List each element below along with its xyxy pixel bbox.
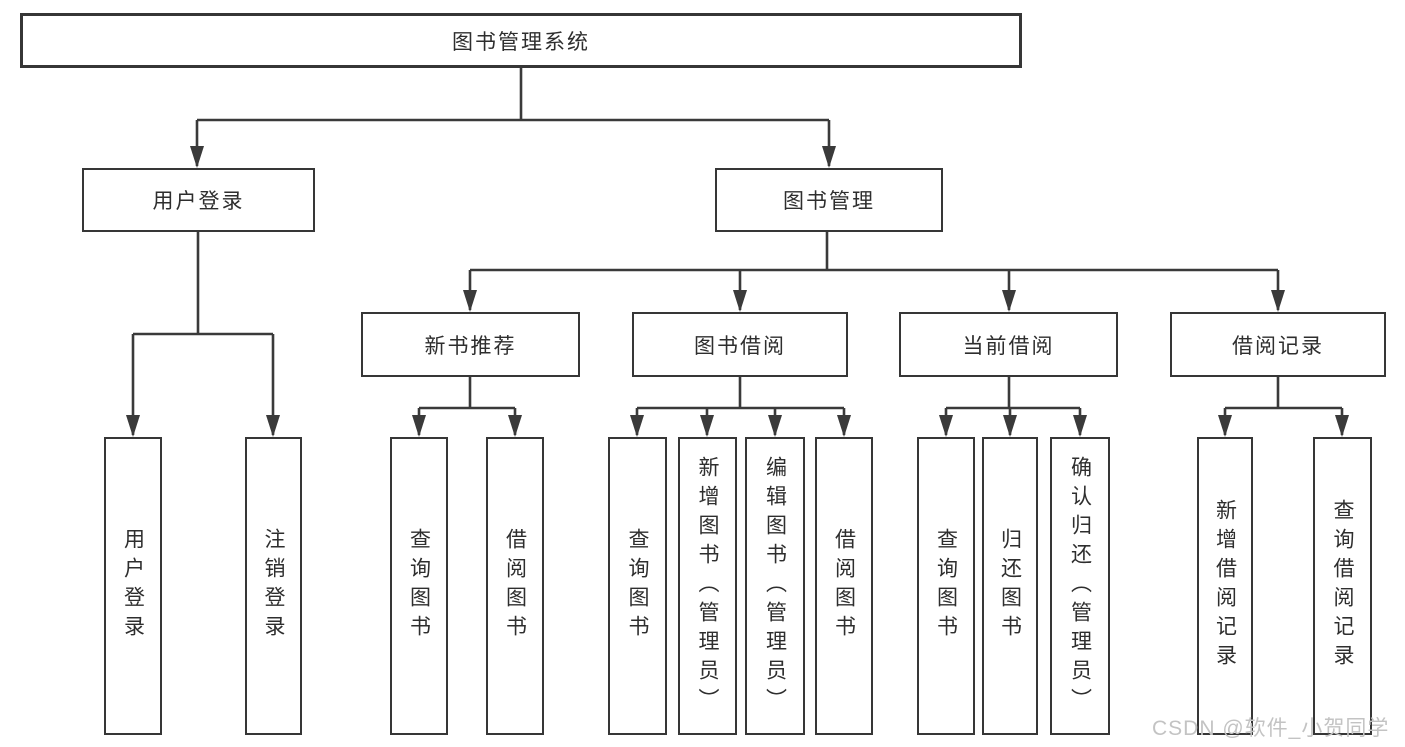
connector-root-to-level2 <box>195 68 831 166</box>
node-book-management-branch: 图书管理 <box>715 168 943 232</box>
watermark: CSDN @软件_小贺同学 <box>1152 717 1390 740</box>
node-leaf-cb-return-books-label: 归还图书 <box>998 528 1022 644</box>
node-root-system: 图书管理系统 <box>20 13 1022 68</box>
connector-bookmgmt-to-level3 <box>468 232 1280 310</box>
node-borrowing-records-label: 借阅记录 <box>1232 334 1324 358</box>
node-root-system-label: 图书管理系统 <box>452 30 590 54</box>
connector-borrowrecords-to-leaves <box>1223 377 1344 435</box>
node-leaf-bb-add-books-admin: 新增图书（管理员） <box>678 437 737 735</box>
node-leaf-bb-edit-books-admin: 编辑图书（管理员） <box>745 437 805 735</box>
node-leaf-user-login: 用户登录 <box>104 437 162 735</box>
node-leaf-br-query-record-label: 查询借阅记录 <box>1331 499 1354 673</box>
node-leaf-bb-borrow-books: 借阅图书 <box>815 437 873 735</box>
node-leaf-user-login-label: 用户登录 <box>121 528 145 644</box>
node-leaf-bb-add-books-admin-label: 新增图书（管理员） <box>696 455 719 717</box>
node-leaf-rec-borrow-books: 借阅图书 <box>486 437 544 735</box>
connector-userlogin-to-leaves <box>131 232 275 435</box>
node-current-borrowing: 当前借阅 <box>899 312 1118 377</box>
node-leaf-br-query-record: 查询借阅记录 <box>1313 437 1372 735</box>
node-leaf-bb-query-books: 查询图书 <box>608 437 667 735</box>
arrowhead-icons <box>126 146 1349 437</box>
node-book-borrowing-label: 图书借阅 <box>694 334 786 358</box>
node-leaf-rec-query-books-label: 查询图书 <box>407 528 431 644</box>
node-leaf-cb-confirm-return-admin-label: 确认归还（管理员） <box>1068 455 1092 717</box>
node-leaf-logout: 注销登录 <box>245 437 302 735</box>
node-current-borrowing-label: 当前借阅 <box>962 334 1055 358</box>
node-new-book-recommendation: 新书推荐 <box>361 312 580 377</box>
node-leaf-cb-query-books-label: 查询图书 <box>934 528 958 644</box>
node-book-management-branch-label: 图书管理 <box>783 190 875 213</box>
node-leaf-rec-borrow-books-label: 借阅图书 <box>503 528 527 644</box>
node-leaf-br-add-record: 新增借阅记录 <box>1197 437 1253 735</box>
node-leaf-bb-edit-books-admin-label: 编辑图书（管理员） <box>763 455 787 717</box>
node-new-book-recommendation-label: 新书推荐 <box>424 334 517 358</box>
node-borrowing-records: 借阅记录 <box>1170 312 1386 377</box>
connector-bookborrow-to-leaves <box>635 377 846 435</box>
node-leaf-bb-query-books-label: 查询图书 <box>626 528 649 644</box>
node-leaf-bb-borrow-books-label: 借阅图书 <box>832 528 856 644</box>
node-leaf-logout-label: 注销登录 <box>262 528 285 644</box>
node-leaf-br-add-record-label: 新增借阅记录 <box>1213 499 1237 673</box>
node-user-login-branch-label: 用户登录 <box>152 190 245 213</box>
connector-newbookrec-to-leaves <box>417 377 517 435</box>
node-leaf-cb-query-books: 查询图书 <box>917 437 975 735</box>
node-leaf-rec-query-books: 查询图书 <box>390 437 448 735</box>
node-user-login-branch: 用户登录 <box>82 168 315 232</box>
node-book-borrowing: 图书借阅 <box>632 312 848 377</box>
node-leaf-cb-confirm-return-admin: 确认归还（管理员） <box>1050 437 1110 735</box>
node-leaf-cb-return-books: 归还图书 <box>982 437 1038 735</box>
